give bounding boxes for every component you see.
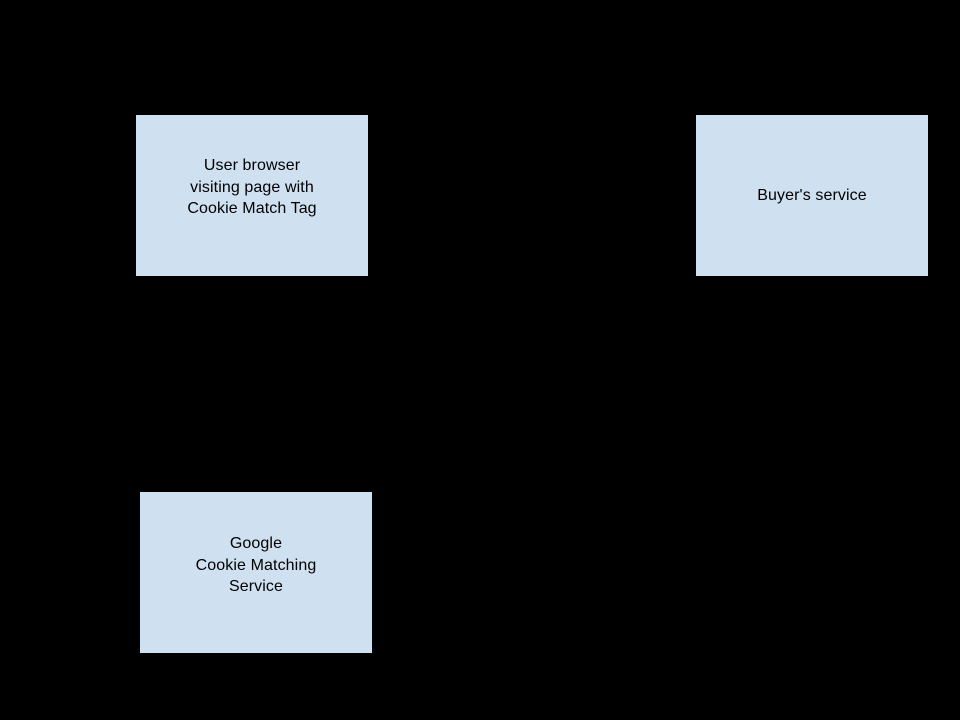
node-buyers-service-label: Buyer's service [757,186,867,204]
node-google-cookie-matching-service-label: Google Cookie Matching Service [195,535,317,596]
node-google-cookie-matching-service[interactable]: Google Cookie Matching Service [140,492,372,653]
node-user-browser[interactable]: User browser visiting page with Cookie M… [136,115,368,276]
node-buyers-service[interactable]: Buyer's service [696,115,928,276]
node-user-browser-label: User browser visiting page with Cookie M… [187,157,317,218]
